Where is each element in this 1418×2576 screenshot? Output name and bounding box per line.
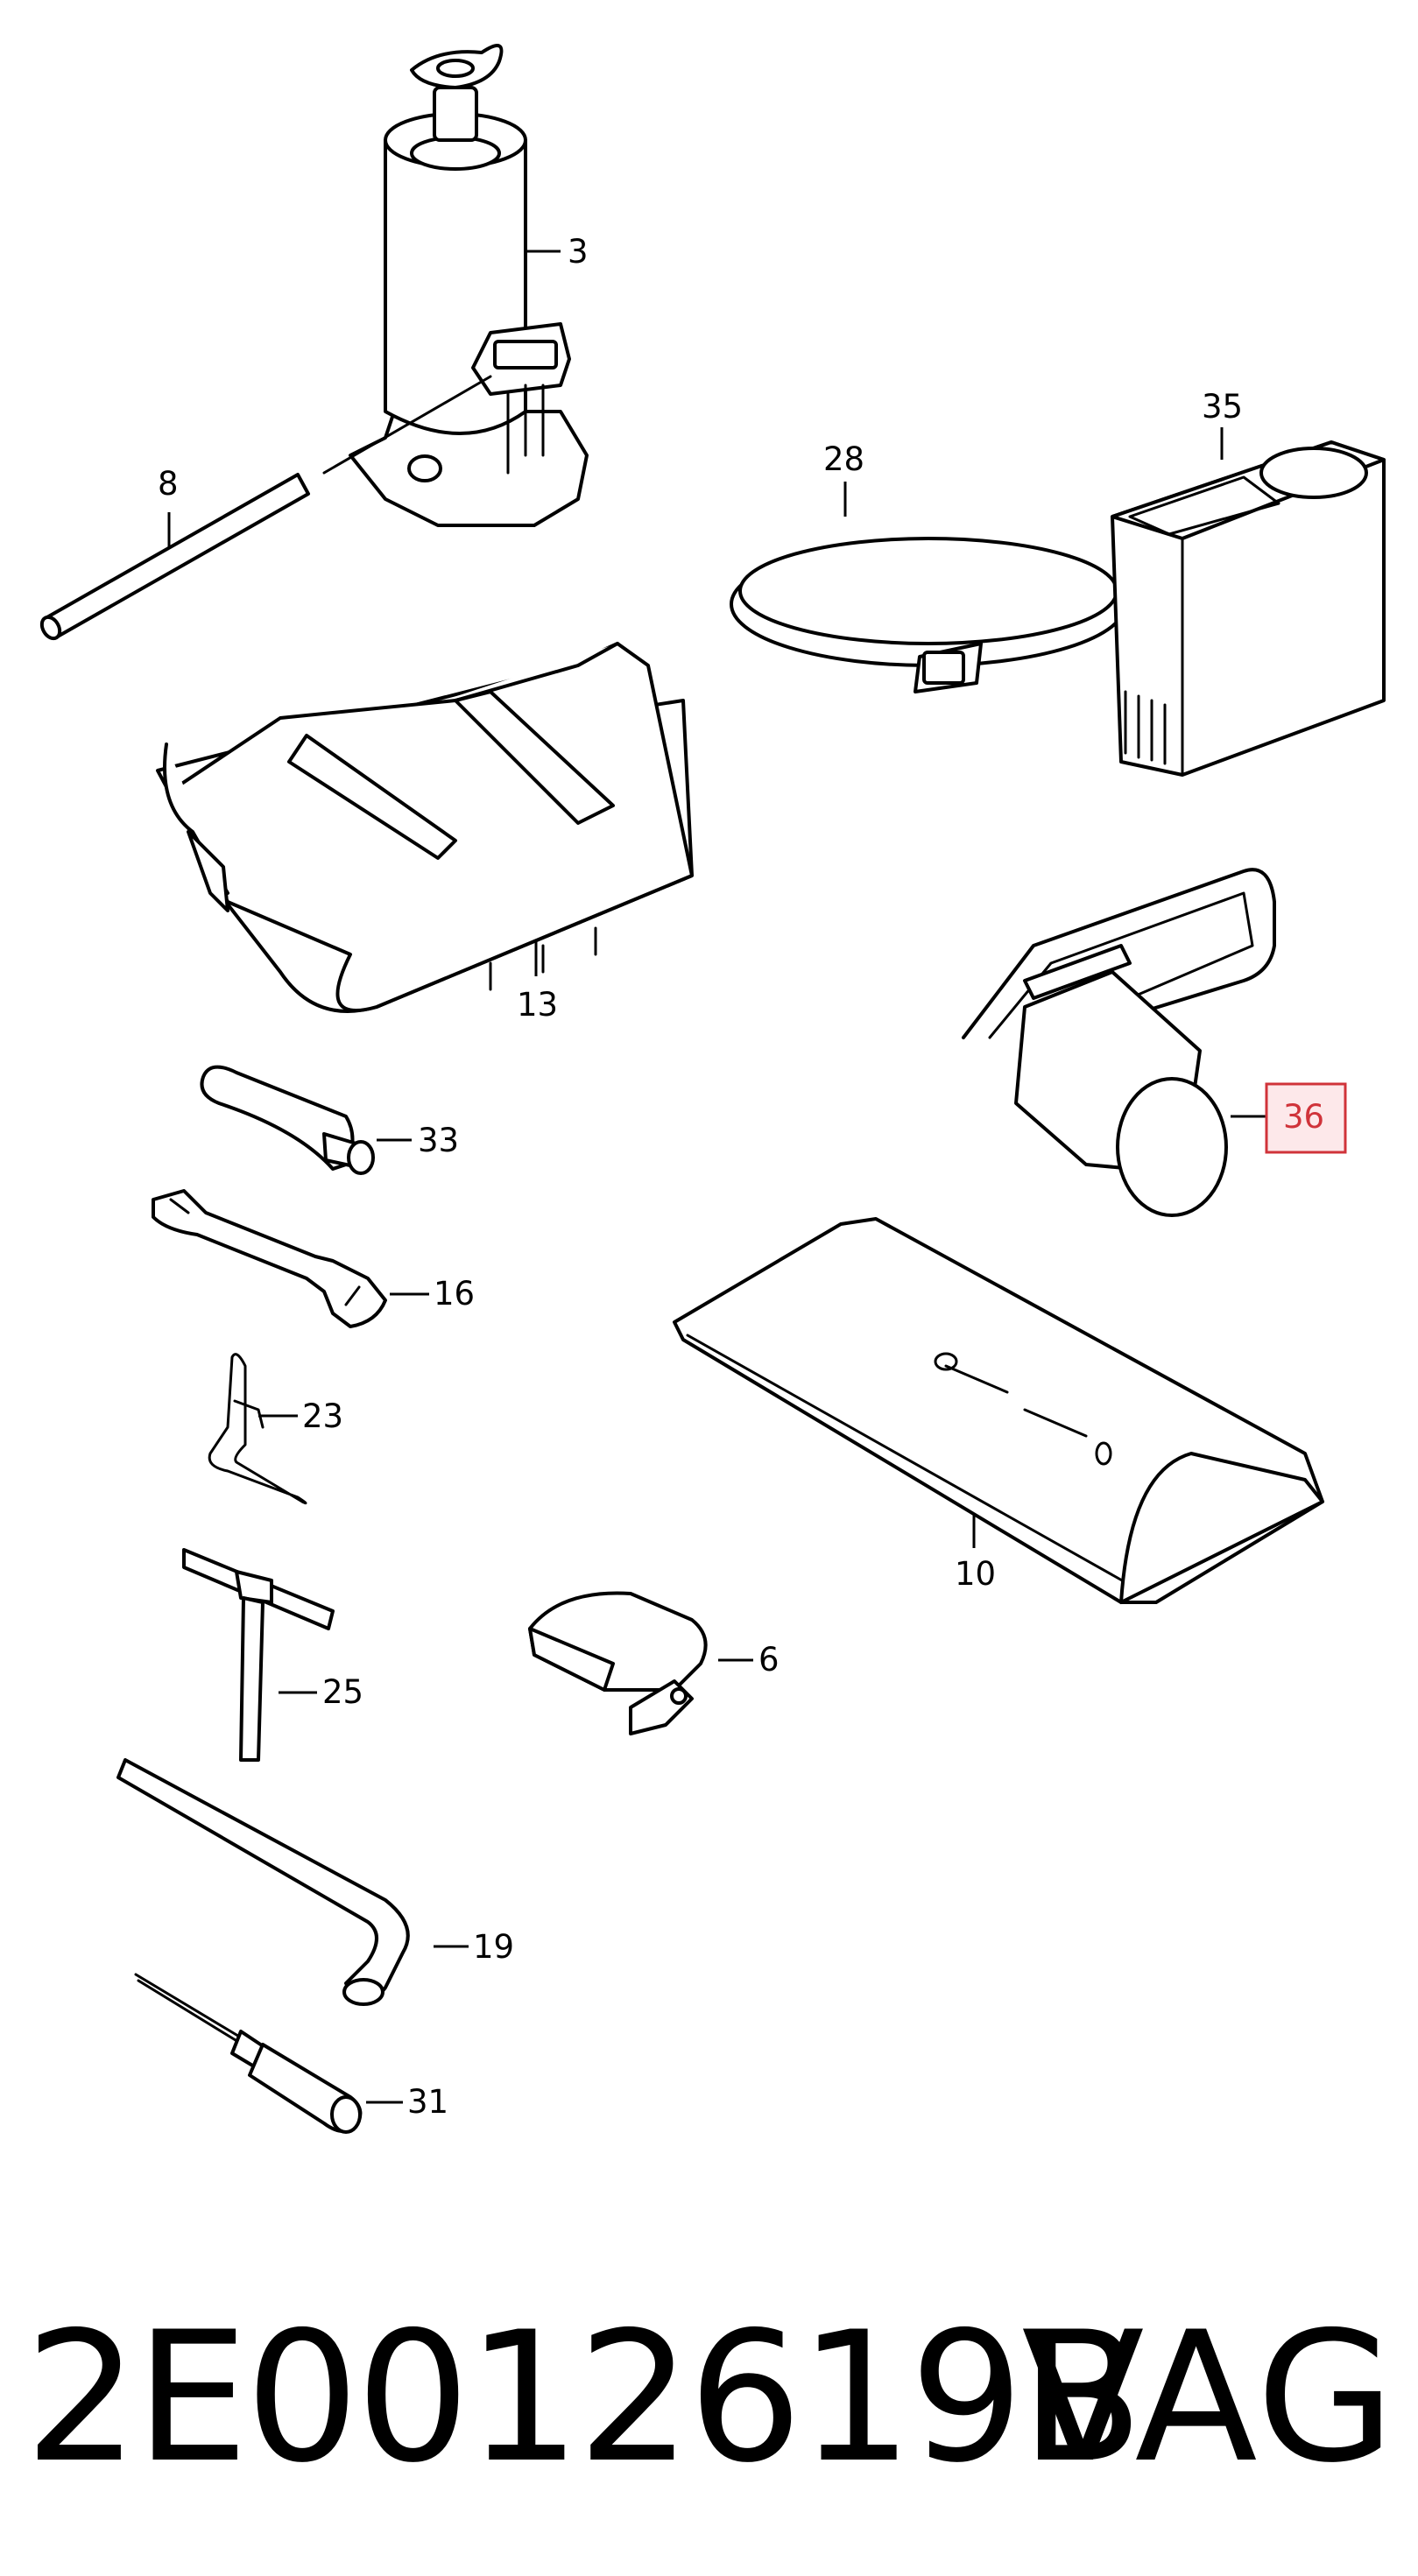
storage-box — [1111, 440, 1386, 777]
hose-clamp — [528, 1591, 708, 1735]
callout-23: 23 — [302, 1397, 343, 1435]
callout-35: 35 — [1202, 388, 1243, 426]
callout-31: 31 — [407, 2083, 448, 2121]
callout-10: 10 — [955, 1555, 996, 1593]
part-number: 2E0012619B — [25, 2294, 1144, 2502]
removal-hook — [208, 1353, 307, 1505]
t-handle-tool — [182, 1548, 335, 1762]
callout-33: 33 — [418, 1122, 459, 1159]
brand-name: VAG — [1021, 2294, 1397, 2502]
bottle-jack — [322, 44, 589, 527]
callout-6: 6 — [758, 1641, 780, 1679]
tire-compressor — [962, 868, 1276, 1217]
retaining-strap — [730, 537, 1127, 693]
callout-36-highlight-box — [1265, 1082, 1347, 1154]
open-end-wrench — [152, 1189, 387, 1328]
jack-handle-rod — [39, 473, 310, 641]
callout-28: 28 — [823, 440, 864, 478]
tool-tray — [156, 642, 694, 1013]
callout-16: 16 — [434, 1275, 475, 1313]
callout-3: 3 — [568, 233, 589, 271]
callout-25: 25 — [322, 1673, 363, 1711]
callout-13: 13 — [517, 986, 558, 1024]
callout-19: 19 — [473, 1928, 514, 1966]
screwdriver — [134, 1973, 363, 2134]
tool-bag — [673, 1217, 1324, 1604]
wheel-wrench — [116, 1758, 410, 2006]
callout-36: 36 — [1283, 1098, 1324, 1136]
callout-8: 8 — [158, 465, 179, 503]
socket-spanner — [200, 1065, 375, 1175]
